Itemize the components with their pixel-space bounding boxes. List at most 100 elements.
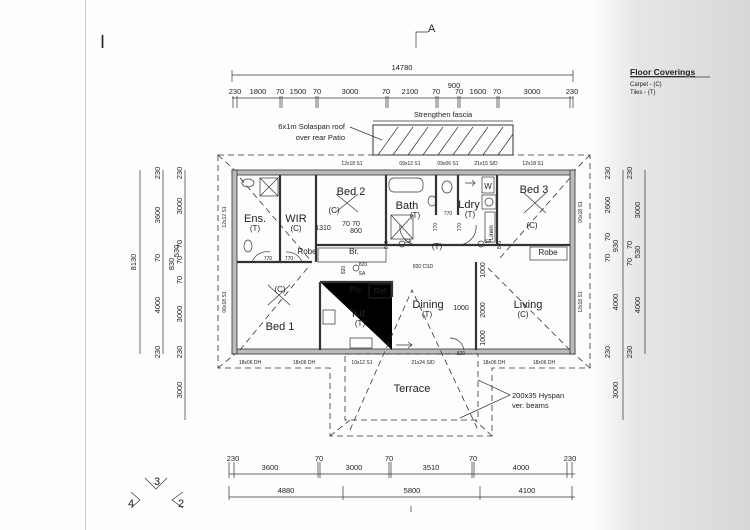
svg-text:230: 230 — [175, 346, 184, 359]
svg-text:18x06 DH: 18x06 DH — [483, 360, 506, 366]
svg-text:230: 230 — [566, 87, 579, 96]
svg-text:800: 800 — [350, 228, 362, 235]
svg-text:SA: SA — [359, 271, 366, 277]
room-ensuite: Ens. — [244, 213, 266, 225]
svg-text:(C): (C) — [290, 224, 301, 233]
svg-text:70: 70 — [175, 240, 184, 248]
svg-text:12x18 S1: 12x18 S1 — [522, 161, 543, 167]
room-bath: Bath — [396, 200, 419, 212]
svg-text:3000: 3000 — [175, 382, 184, 399]
svg-text:2000: 2000 — [480, 302, 487, 318]
svg-text:Pty.: Pty. — [349, 285, 362, 294]
svg-text:70: 70 — [175, 256, 184, 264]
svg-text:770: 770 — [433, 223, 439, 232]
svg-text:(T): (T) — [432, 242, 443, 251]
svg-text:(C): (C) — [517, 310, 528, 319]
svg-text:70: 70 — [276, 87, 284, 96]
svg-text:70: 70 — [315, 454, 323, 463]
svg-text:2100: 2100 — [402, 87, 419, 96]
svg-text:5800: 5800 — [404, 486, 421, 495]
svg-text:230: 230 — [625, 167, 634, 180]
svg-text:(T): (T) — [355, 319, 366, 328]
room-labels: Ens. (T) WIR (C) Bed 2 (C) Bath (T) Ldry… — [244, 184, 568, 395]
svg-text:70: 70 — [385, 454, 393, 463]
room-bed2: Bed 2 — [337, 186, 366, 198]
svg-text:8130: 8130 — [129, 254, 138, 271]
elevation-markers: 3 4 2 — [128, 476, 184, 510]
svg-text:(C): (C) — [274, 285, 285, 294]
svg-text:4000: 4000 — [633, 297, 642, 314]
svg-text:230: 230 — [153, 346, 162, 359]
bottom-dimensions: 230 3600 70 3000 70 3510 70 4000 230 488… — [227, 454, 576, 512]
svg-text:12x12 S1: 12x12 S1 — [222, 206, 228, 227]
room-living: Living — [514, 299, 543, 311]
fixtures: W Linen — [241, 176, 547, 351]
page-edge-line — [85, 0, 86, 530]
svg-text:(T): (T) — [410, 211, 421, 220]
room-laundry: Ldry — [458, 199, 480, 211]
svg-text:06x18 S1: 06x18 S1 — [222, 291, 228, 312]
svg-text:(C): (C) — [526, 221, 537, 230]
svg-text:(T): (T) — [250, 224, 261, 233]
room-kitchen: Kit. — [352, 308, 368, 320]
svg-text:70: 70 — [153, 254, 162, 262]
svg-text:1000: 1000 — [480, 262, 487, 278]
svg-text:820 CSD: 820 CSD — [413, 264, 434, 270]
svg-text:12x18 S1: 12x18 S1 — [341, 161, 362, 167]
top-dimensions: 14780 230 1800 70 1500 70 3000 70 2100 7… — [229, 63, 579, 108]
svg-text:70: 70 — [625, 241, 634, 249]
svg-text:1800: 1800 — [250, 87, 267, 96]
svg-text:09x12 S1: 09x12 S1 — [399, 161, 420, 167]
svg-text:930: 930 — [611, 240, 620, 253]
svg-text:3000: 3000 — [611, 382, 620, 399]
scan-shadow — [590, 0, 750, 530]
svg-text:230: 230 — [175, 167, 184, 180]
svg-text:70: 70 — [493, 87, 501, 96]
svg-text:21x24 S/D: 21x24 S/D — [411, 360, 435, 366]
patio-note-1: 6x1m Solaspan roof — [278, 122, 346, 131]
svg-text:Br.: Br. — [349, 247, 359, 256]
svg-text:70: 70 — [382, 87, 390, 96]
washing-machine: W — [484, 182, 492, 191]
margin-mark: I — [100, 32, 105, 52]
terrace-outline — [344, 353, 479, 421]
beam-note: 200x35 Hyspan ver. beams — [459, 379, 564, 419]
svg-text:230: 230 — [227, 454, 240, 463]
svg-text:Robe: Robe — [297, 247, 317, 256]
svg-text:2: 2 — [178, 498, 184, 510]
svg-text:770: 770 — [264, 256, 273, 262]
room-bed1: Bed 1 — [266, 321, 295, 333]
svg-text:3600: 3600 — [262, 463, 279, 472]
room-bed3: Bed 3 — [520, 184, 549, 196]
svg-text:770: 770 — [457, 223, 463, 232]
svg-text:1600: 1600 — [470, 87, 487, 96]
svg-text:4100: 4100 — [519, 486, 536, 495]
svg-text:3000: 3000 — [175, 306, 184, 323]
section-marker: A — [415, 23, 436, 48]
svg-text:4000: 4000 — [611, 294, 620, 311]
svg-text:3510: 3510 — [423, 463, 440, 472]
svg-text:3600: 3600 — [153, 207, 162, 224]
svg-text:3: 3 — [154, 476, 160, 488]
svg-text:09x06 S1: 09x06 S1 — [437, 161, 458, 167]
svg-text:4880: 4880 — [278, 486, 295, 495]
interior-walls — [237, 175, 570, 350]
svg-text:770: 770 — [444, 211, 453, 217]
svg-text:230: 230 — [153, 167, 162, 180]
svg-text:70: 70 — [313, 87, 321, 96]
svg-text:830: 830 — [167, 258, 176, 271]
svg-text:ver. beams: ver. beams — [512, 401, 549, 410]
svg-text:530: 530 — [633, 246, 642, 259]
legend-title: Floor Coverings — [630, 67, 695, 77]
svg-text:820: 820 — [341, 266, 347, 275]
svg-text:12x18 S1: 12x18 S1 — [578, 291, 584, 312]
svg-text:3000: 3000 — [346, 463, 363, 472]
dim-overall-width: 14780 — [392, 63, 413, 72]
svg-text:10x12 S1: 10x12 S1 — [351, 360, 372, 366]
svg-text:820: 820 — [384, 241, 390, 250]
patio-roof: Strengthen fascia 6x1m Solaspan roof ove… — [278, 110, 514, 156]
svg-text:(T): (T) — [465, 210, 476, 219]
legend-tiles: Tiles - (T) — [630, 90, 655, 96]
svg-text:A: A — [428, 23, 436, 35]
